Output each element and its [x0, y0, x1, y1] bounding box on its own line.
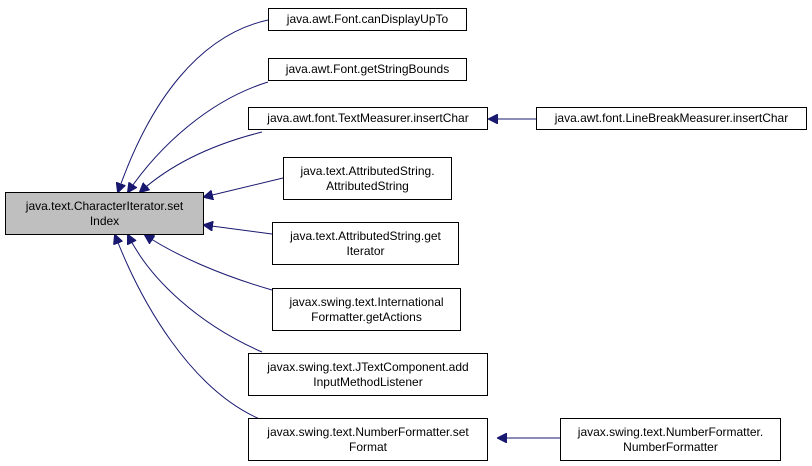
node-label-line1: javax.swing.text.NumberFormatter.	[577, 424, 764, 439]
node-font-can-display-up-to[interactable]: java.awt.Font.canDisplayUpTo	[268, 8, 467, 31]
edge-attributed-get-iterator-to-focus	[204, 225, 273, 235]
node-label-line1: javax.swing.text.JTextComponent.add	[267, 359, 469, 374]
node-label-line2: Index	[89, 213, 120, 228]
edge-jtextcomponent-to-focus	[128, 235, 263, 353]
node-label-line2: InputMethodListener	[313, 374, 423, 389]
node-label: java.awt.font.TextMeasurer.insertChar	[267, 111, 469, 125]
edge-get-string-bounds-to-focus	[128, 81, 269, 192]
node-label-line1: javax.swing.text.NumberFormatter.set	[267, 424, 469, 439]
node-label-line2: Iterator	[346, 243, 385, 258]
node-label: java.awt.font.LineBreakMeasurer.insertCh…	[554, 111, 789, 125]
node-label-line1: javax.swing.text.International	[289, 294, 444, 309]
edge-international-formatter-to-focus	[145, 235, 273, 291]
node-label: java.awt.Font.getStringBounds	[285, 62, 450, 76]
node-line-break-measurer-insert-char[interactable]: java.awt.font.LineBreakMeasurer.insertCh…	[536, 107, 807, 130]
node-label-line1: java.text.AttributedString.	[300, 163, 435, 178]
node-label-line1: java.text.AttributedString.get	[290, 228, 441, 243]
node-label-line2: NumberFormatter	[623, 439, 718, 454]
node-label-line2: Formatter.getActions	[311, 309, 422, 324]
edge-text-measurer-to-focus	[140, 131, 263, 192]
node-label: java.awt.Font.canDisplayUpTo	[286, 12, 449, 26]
node-font-get-string-bounds[interactable]: java.awt.Font.getStringBounds	[268, 58, 467, 81]
node-text-measurer-insert-char[interactable]: java.awt.font.TextMeasurer.insertChar	[248, 107, 488, 130]
node-attributed-string-ctor[interactable]: java.text.AttributedString.AttributedStr…	[283, 157, 452, 200]
edge-attributed-string-ctor-to-focus	[204, 177, 284, 197]
edge-number-formatter-set-to-focus	[115, 235, 263, 421]
edge-can-display-to-focus	[118, 19, 269, 192]
node-label-line2: Format	[348, 439, 387, 454]
node-label-line1: java.text.CharacterIterator.set	[25, 198, 184, 213]
node-number-formatter-ctor[interactable]: javax.swing.text.NumberFormatter.NumberF…	[560, 418, 781, 461]
node-label-line2: AttributedString	[326, 178, 409, 193]
